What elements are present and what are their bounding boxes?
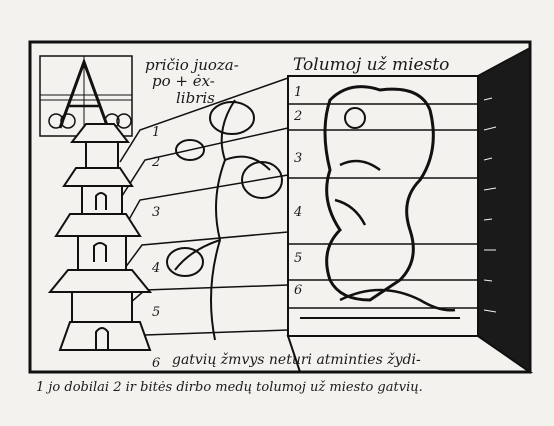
left-number-1: 1 — [152, 125, 160, 140]
caption-line-2: 1 jo dobilai 2 ir bitės dirbo medų tolum… — [36, 380, 423, 395]
monogram-emblem — [39, 55, 133, 137]
left-number-4: 4 — [151, 261, 160, 276]
monogram-letter: A — [85, 91, 87, 93]
exlibris-line-3: libris — [176, 89, 215, 107]
left-number-2: 2 — [151, 155, 160, 170]
right-number-4: 4 — [293, 205, 302, 220]
left-number-5: 5 — [152, 305, 160, 320]
right-number-3: 3 — [294, 151, 302, 166]
portrait-panel — [287, 75, 479, 337]
exlibris-line-1: pričio juoza- — [145, 56, 239, 74]
ruler-wall — [286, 46, 534, 374]
left-number-3: 3 — [152, 205, 160, 220]
right-number-1: 1 — [294, 85, 302, 100]
right-number-5: 5 — [294, 251, 302, 266]
right-number-6: 6 — [294, 283, 302, 298]
header-title: Tolumoj už miesto — [293, 55, 449, 75]
left-number-6: 6 — [152, 356, 160, 371]
pagoda-tower — [47, 123, 153, 351]
receding-strips — [119, 76, 289, 346]
trees — [166, 99, 283, 341]
right-number-2: 2 — [293, 109, 302, 124]
caption-line-1: gatvių žmvys neturi atminties žydi- — [172, 352, 421, 368]
exlibris-line-2: po + ėx- — [152, 72, 215, 90]
